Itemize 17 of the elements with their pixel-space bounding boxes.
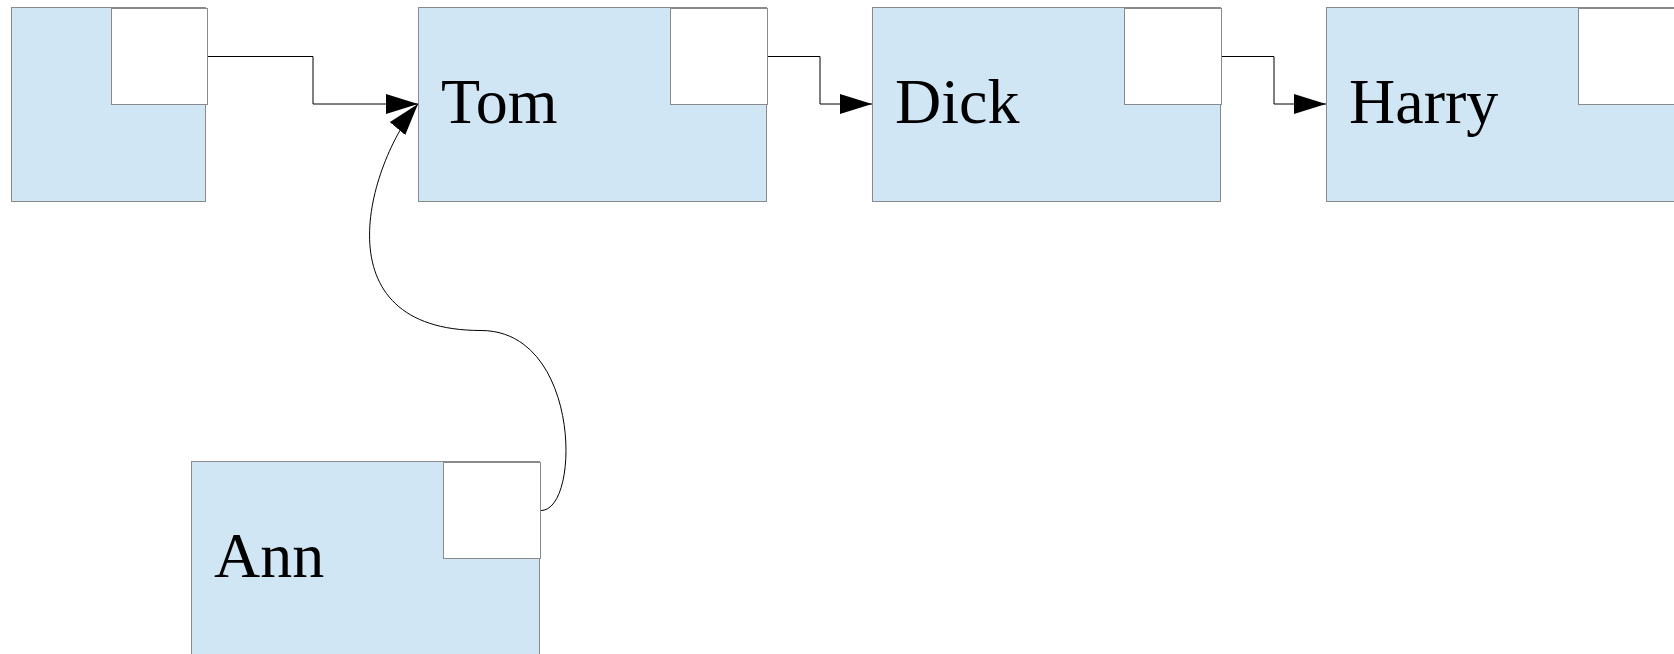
pointer-box — [1578, 8, 1674, 105]
pointer-box — [443, 462, 541, 559]
node-label: Ann — [214, 524, 325, 588]
pointer-box — [1124, 8, 1222, 105]
pointer-box — [670, 8, 768, 105]
list-node-box — [872, 7, 1221, 202]
list-node-box — [1326, 7, 1674, 202]
list-node-box — [418, 7, 767, 202]
arrow — [369, 103, 567, 511]
arrow — [1221, 56, 1327, 114]
list-node-box — [191, 461, 540, 654]
node-label: Dick — [895, 70, 1020, 134]
node-label: Tom — [441, 70, 558, 134]
arrow — [207, 56, 419, 114]
pointer-box — [111, 8, 208, 105]
arrow — [767, 56, 873, 114]
list-node-box — [11, 7, 206, 202]
